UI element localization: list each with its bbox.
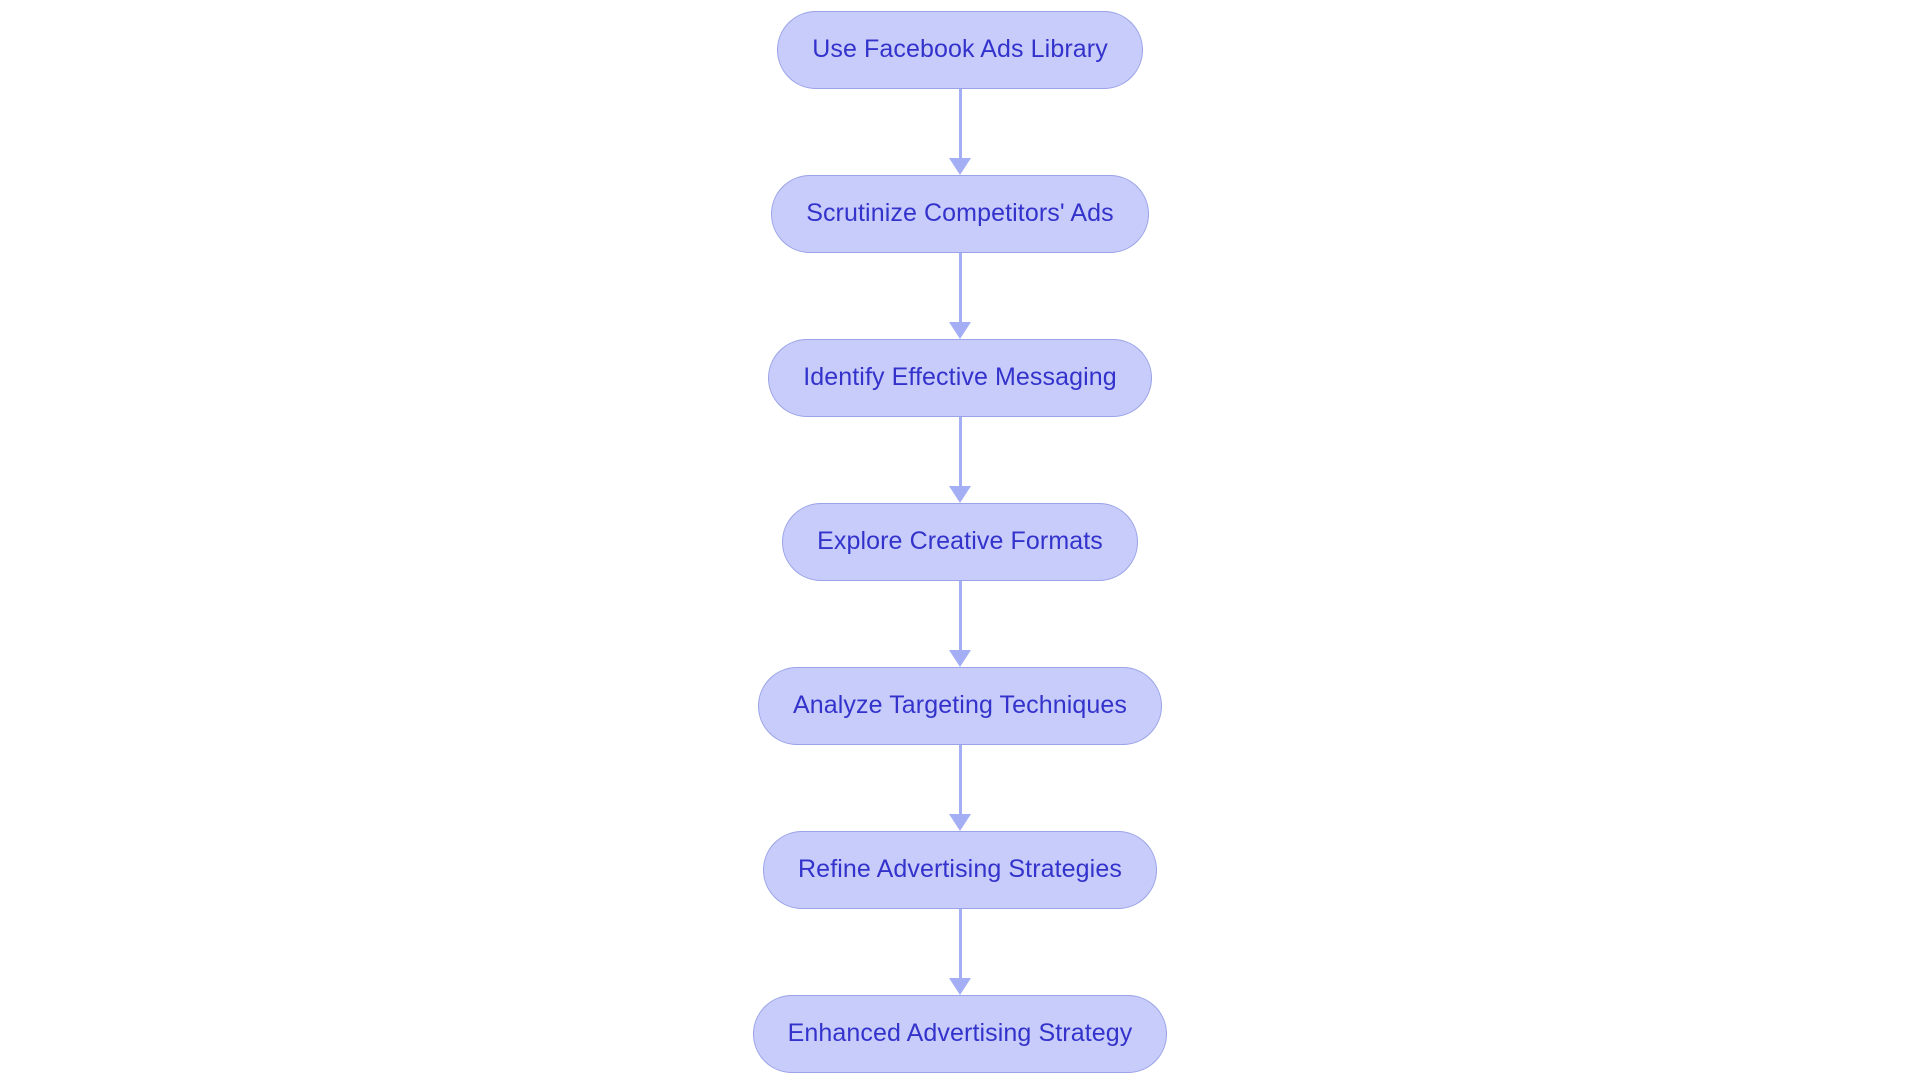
flowchart-node-label: Refine Advertising Strategies [798, 855, 1122, 883]
flowchart-connector-1-to-2 [949, 88, 971, 175]
flowchart-node-enhanced-advertising-strategy[interactable]: Enhanced Advertising Strategy [752, 994, 1168, 1073]
flowchart-node-use-facebook-ads-library[interactable]: Use Facebook Ads Library [777, 10, 1143, 89]
flowchart-row-5: Analyze Targeting Techniques [757, 666, 1163, 745]
connector-line [958, 88, 962, 159]
flowchart-node-refine-advertising-strategies[interactable]: Refine Advertising Strategies [763, 830, 1157, 909]
flowchart-node-label: Scrutinize Competitors' Ads [806, 199, 1114, 227]
flowchart-node-explore-creative-formats[interactable]: Explore Creative Formats [782, 502, 1138, 581]
flowchart-row-3: Identify Effective Messaging [768, 338, 1152, 417]
arrow-down-icon [949, 157, 971, 175]
flowchart-row-4: Explore Creative Formats [782, 502, 1138, 581]
flowchart-node-scrutinize-competitors-ads[interactable]: Scrutinize Competitors' Ads [771, 174, 1149, 253]
flowchart-connector-6-to-7 [949, 908, 971, 995]
arrow-down-icon [949, 977, 971, 995]
flowchart-row-1: Use Facebook Ads Library [777, 10, 1143, 89]
flowchart-connector-2-to-3 [949, 252, 971, 339]
flowchart-connector-3-to-4 [949, 416, 971, 503]
connector-line [958, 416, 962, 487]
flowchart-node-label: Explore Creative Formats [817, 527, 1103, 555]
flowchart-node-label: Use Facebook Ads Library [812, 35, 1108, 63]
flowchart-row-7: Enhanced Advertising Strategy [752, 994, 1168, 1073]
flowchart-node-identify-effective-messaging[interactable]: Identify Effective Messaging [768, 338, 1152, 417]
flowchart-node-label: Enhanced Advertising Strategy [787, 1019, 1133, 1047]
flowchart-node-label: Identify Effective Messaging [803, 363, 1117, 391]
connector-line [958, 580, 962, 651]
flowchart-connector-4-to-5 [949, 580, 971, 667]
connector-line [958, 252, 962, 323]
connector-line [958, 908, 962, 979]
arrow-down-icon [949, 485, 971, 503]
flowchart-row-2: Scrutinize Competitors' Ads [771, 174, 1149, 253]
flowchart-row-6: Refine Advertising Strategies [763, 830, 1157, 909]
flowchart-node-label: Analyze Targeting Techniques [792, 691, 1128, 719]
flowchart-connector-5-to-6 [949, 744, 971, 831]
arrow-down-icon [949, 813, 971, 831]
flowchart-node-analyze-targeting-techniques[interactable]: Analyze Targeting Techniques [757, 666, 1163, 745]
arrow-down-icon [949, 321, 971, 339]
arrow-down-icon [949, 649, 971, 667]
connector-line [958, 744, 962, 815]
